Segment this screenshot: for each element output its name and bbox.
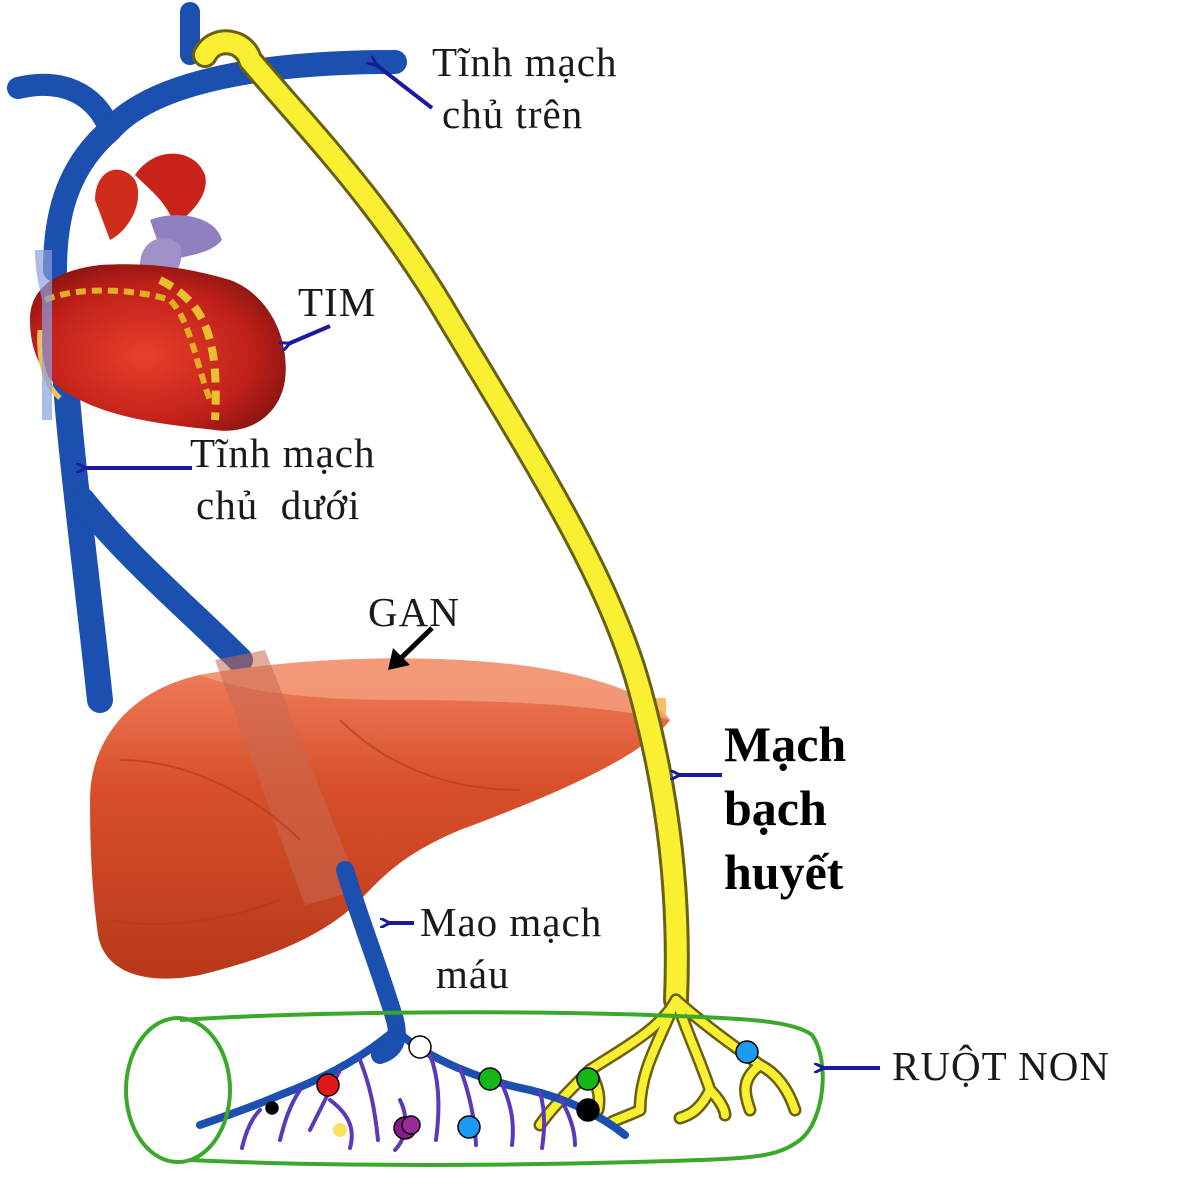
label-inferior-vena-cava: Tĩnh mạch chủ dưới (190, 427, 375, 531)
label-svc-line1: Tĩnh mạch (432, 36, 617, 88)
label-ivc-line2: chủ dưới (190, 479, 375, 531)
label-lymph-line1: Mạch (724, 712, 846, 776)
particle-yellow (333, 1123, 347, 1137)
particle-blue (458, 1116, 480, 1138)
label-lymph-vessel: Mạch bạch huyết (724, 712, 846, 904)
particle-purple (402, 1116, 420, 1134)
label-capillary-line1: Mao mạch (420, 896, 602, 948)
label-lymph-line2: bạch (724, 776, 846, 840)
heart-arrow (288, 326, 330, 344)
label-superior-vena-cava: Tĩnh mạch chủ trên (432, 36, 617, 140)
label-svc-line2: chủ trên (432, 88, 617, 140)
particle-red (317, 1074, 339, 1096)
label-ivc-line1: Tĩnh mạch (190, 427, 375, 479)
particle-blue (736, 1041, 758, 1063)
label-blood-capillary: Mao mạch máu (420, 896, 602, 1000)
label-small-intestine: RUỘT NON (892, 1040, 1110, 1092)
particle-black (577, 1099, 599, 1121)
particle-green (577, 1068, 599, 1090)
label-capillary-line2: máu (420, 948, 602, 1000)
label-heart: TIM (298, 276, 376, 328)
label-lymph-line3: huyết (724, 840, 846, 904)
label-liver: GAN (368, 586, 460, 638)
particle-white (409, 1036, 431, 1058)
particle-green (479, 1068, 501, 1090)
particle-black (266, 1102, 278, 1114)
svc-arrow (375, 64, 432, 108)
